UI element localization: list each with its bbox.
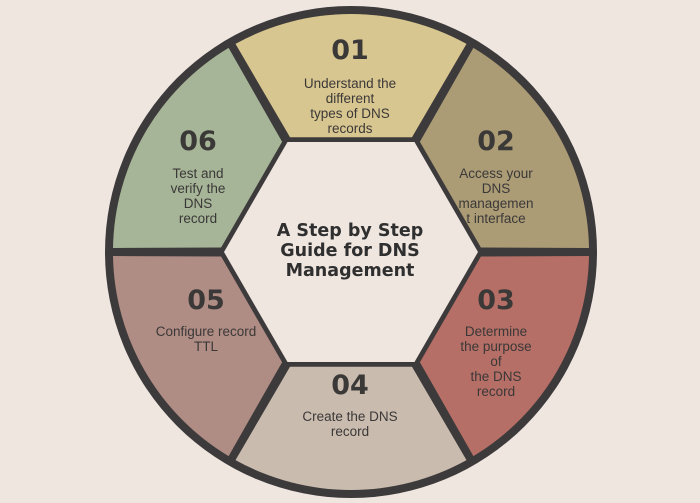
step-06-number: 06 (179, 126, 217, 157)
step-02-number: 02 (477, 126, 515, 157)
segment-01 (235, 13, 467, 138)
step-03-number: 03 (477, 285, 515, 316)
segment-02 (419, 47, 589, 249)
step-02-text: Access your DNS managemen t interface (458, 166, 534, 226)
step-06-text: Test and verify the DNS record (170, 166, 226, 226)
step-01-number: 01 (331, 35, 369, 66)
step-04-text: Create the DNS record (302, 409, 398, 439)
step-05-text: Configure record TTL (155, 324, 257, 354)
step-05-number: 05 (187, 285, 225, 316)
segment-06 (113, 47, 283, 249)
center-hexagon (224, 142, 478, 362)
step-01-text: Understand the different types of DNS re… (303, 76, 397, 136)
center-title: A Step by Step Guide for DNS Management (276, 221, 424, 281)
segment-03 (419, 256, 589, 457)
segment-04 (235, 366, 467, 491)
segment-05 (113, 256, 283, 457)
step-03-text: Determine the purpose of the DNS record (460, 324, 532, 399)
step-04-number: 04 (331, 370, 369, 401)
